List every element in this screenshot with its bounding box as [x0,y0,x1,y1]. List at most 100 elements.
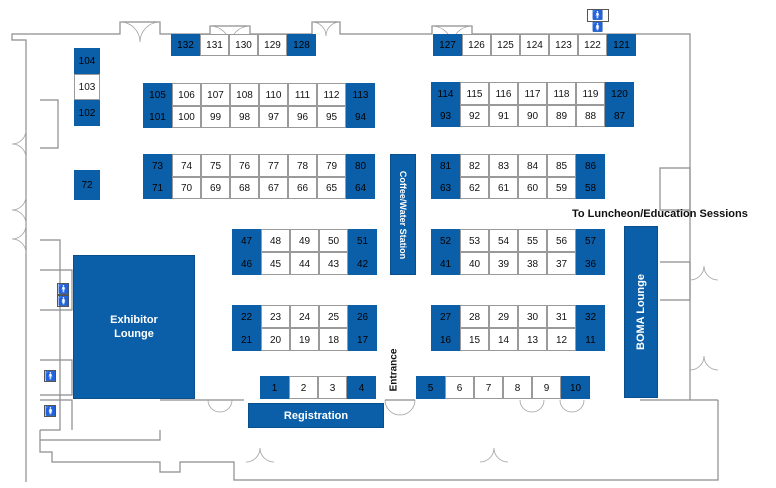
booth-105[interactable]: 105 [143,83,172,106]
booth-28[interactable]: 28 [460,305,489,328]
booth-110[interactable]: 110 [259,83,288,106]
booth-88[interactable]: 88 [576,105,605,127]
booth-40[interactable]: 40 [460,252,489,275]
booth-103[interactable]: 103 [74,74,100,100]
booth-26[interactable]: 26 [348,305,377,328]
booth-11[interactable]: 11 [576,328,605,351]
booth-101[interactable]: 101 [143,106,172,128]
booth-1[interactable]: 1 [260,376,289,399]
booth-66[interactable]: 66 [288,177,317,199]
exhibitor-lounge[interactable]: Exhibitor Lounge [73,255,195,399]
booth-27[interactable]: 27 [431,305,460,328]
booth-2[interactable]: 2 [289,376,318,399]
booth-87[interactable]: 87 [605,105,634,127]
booth-122[interactable]: 122 [578,34,607,56]
booth-51[interactable]: 51 [348,229,377,252]
booth-77[interactable]: 77 [259,154,288,177]
booth-29[interactable]: 29 [489,305,518,328]
booth-57[interactable]: 57 [576,229,605,252]
booth-86[interactable]: 86 [576,154,605,177]
booth-10[interactable]: 10 [561,376,590,399]
booth-76[interactable]: 76 [230,154,259,177]
booth-69[interactable]: 69 [201,177,230,199]
booth-119[interactable]: 119 [576,82,605,105]
booth-52[interactable]: 52 [431,229,460,252]
booth-125[interactable]: 125 [491,34,520,56]
booth-59[interactable]: 59 [547,177,576,199]
booth-106[interactable]: 106 [172,83,201,106]
booth-120[interactable]: 120 [605,82,634,105]
booth-98[interactable]: 98 [230,106,259,128]
booth-31[interactable]: 31 [547,305,576,328]
booth-92[interactable]: 92 [460,105,489,127]
booth-61[interactable]: 61 [489,177,518,199]
booth-129[interactable]: 129 [258,34,287,56]
booth-43[interactable]: 43 [319,252,348,275]
booth-15[interactable]: 15 [460,328,489,351]
booth-55[interactable]: 55 [518,229,547,252]
booth-112[interactable]: 112 [317,83,346,106]
booth-128[interactable]: 128 [287,34,316,56]
booth-30[interactable]: 30 [518,305,547,328]
booth-24[interactable]: 24 [290,305,319,328]
booth-65[interactable]: 65 [317,177,346,199]
booth-94[interactable]: 94 [346,106,375,128]
registration-desk[interactable]: Registration [248,403,384,428]
booth-97[interactable]: 97 [259,106,288,128]
luncheon-sessions-label[interactable]: To Luncheon/Education Sessions [572,208,748,220]
booth-60[interactable]: 60 [518,177,547,199]
booth-46[interactable]: 46 [232,252,261,275]
booth-62[interactable]: 62 [460,177,489,199]
booth-38[interactable]: 38 [518,252,547,275]
booth-127[interactable]: 127 [433,34,462,56]
booth-80[interactable]: 80 [346,154,375,177]
booth-37[interactable]: 37 [547,252,576,275]
booth-53[interactable]: 53 [460,229,489,252]
booth-104[interactable]: 104 [74,48,100,74]
booth-68[interactable]: 68 [230,177,259,199]
booth-9[interactable]: 9 [532,376,561,399]
boma-lounge[interactable]: BOMA Lounge [624,226,658,398]
booth-111[interactable]: 111 [288,83,317,106]
booth-123[interactable]: 123 [549,34,578,56]
booth-130[interactable]: 130 [229,34,258,56]
booth-14[interactable]: 14 [489,328,518,351]
booth-117[interactable]: 117 [518,82,547,105]
booth-116[interactable]: 116 [489,82,518,105]
booth-126[interactable]: 126 [462,34,491,56]
booth-3[interactable]: 3 [318,376,347,399]
booth-4[interactable]: 4 [347,376,376,399]
booth-63[interactable]: 63 [431,177,460,199]
booth-54[interactable]: 54 [489,229,518,252]
booth-71[interactable]: 71 [143,177,172,199]
booth-41[interactable]: 41 [431,252,460,275]
booth-23[interactable]: 23 [261,305,290,328]
booth-39[interactable]: 39 [489,252,518,275]
booth-16[interactable]: 16 [431,328,460,351]
booth-79[interactable]: 79 [317,154,346,177]
booth-93[interactable]: 93 [431,105,460,127]
booth-17[interactable]: 17 [348,328,377,351]
booth-115[interactable]: 115 [460,82,489,105]
booth-75[interactable]: 75 [201,154,230,177]
booth-82[interactable]: 82 [460,154,489,177]
booth-47[interactable]: 47 [232,229,261,252]
booth-73[interactable]: 73 [143,154,172,177]
booth-132[interactable]: 132 [171,34,200,56]
booth-121[interactable]: 121 [607,34,636,56]
booth-13[interactable]: 13 [518,328,547,351]
booth-89[interactable]: 89 [547,105,576,127]
booth-32[interactable]: 32 [576,305,605,328]
booth-20[interactable]: 20 [261,328,290,351]
booth-72[interactable]: 72 [74,170,100,200]
booth-42[interactable]: 42 [348,252,377,275]
booth-84[interactable]: 84 [518,154,547,177]
booth-99[interactable]: 99 [201,106,230,128]
booth-48[interactable]: 48 [261,229,290,252]
booth-19[interactable]: 19 [290,328,319,351]
booth-114[interactable]: 114 [431,82,460,105]
booth-18[interactable]: 18 [319,328,348,351]
booth-8[interactable]: 8 [503,376,532,399]
booth-21[interactable]: 21 [232,328,261,351]
booth-131[interactable]: 131 [200,34,229,56]
